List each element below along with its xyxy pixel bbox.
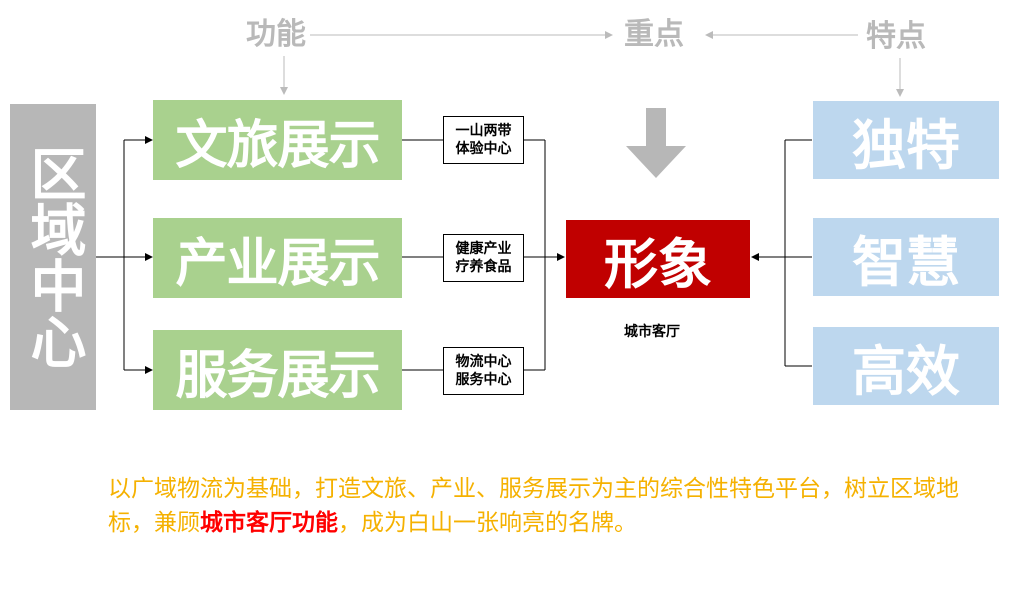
detail-line: 体验中心	[455, 141, 512, 157]
function-header: 功能	[246, 17, 306, 52]
image-center-box: 形象	[566, 220, 750, 298]
summary-part1: 以广域物流为基础，打造文旅、产业、服务展示为主的综合性特色平台，树立区域地标，兼…	[108, 476, 959, 536]
detail-box-2: 健康产业疗养食品	[443, 234, 524, 282]
detail-line: 疗养食品	[455, 259, 512, 275]
detail-line: 健康产业	[455, 241, 512, 257]
summary-part2: ，成为白山一张响亮的名牌。	[338, 510, 637, 536]
detail-line: 物流中心	[455, 354, 512, 370]
focus-down-arrow	[626, 108, 686, 178]
region-center-label: 区域中心	[21, 145, 86, 369]
city-living-room-caption: 城市客厅	[624, 324, 680, 340]
summary-text: 以广域物流为基础，打造文旅、产业、服务展示为主的综合性特色平台，树立区域地标，兼…	[108, 472, 968, 540]
showcase-culture-tourism: 文旅展示	[153, 100, 402, 180]
detail-line: 服务中心	[455, 372, 512, 388]
feature-smart: 智慧	[813, 218, 999, 296]
showcase-service: 服务展示	[153, 330, 402, 410]
detail-box-3: 物流中心服务中心	[443, 347, 524, 395]
feature-unique: 独特	[813, 101, 999, 179]
feature-efficient: 高效	[813, 327, 999, 405]
summary-highlight: 城市客厅功能	[200, 510, 338, 536]
detail-line: 一山两带	[455, 123, 512, 139]
region-center-box: 区域中心	[10, 104, 96, 410]
focus-header: 重点	[624, 17, 684, 52]
showcase-industry: 产业展示	[153, 218, 402, 298]
detail-box-1: 一山两带体验中心	[443, 116, 524, 164]
features-header: 特点	[866, 19, 926, 54]
